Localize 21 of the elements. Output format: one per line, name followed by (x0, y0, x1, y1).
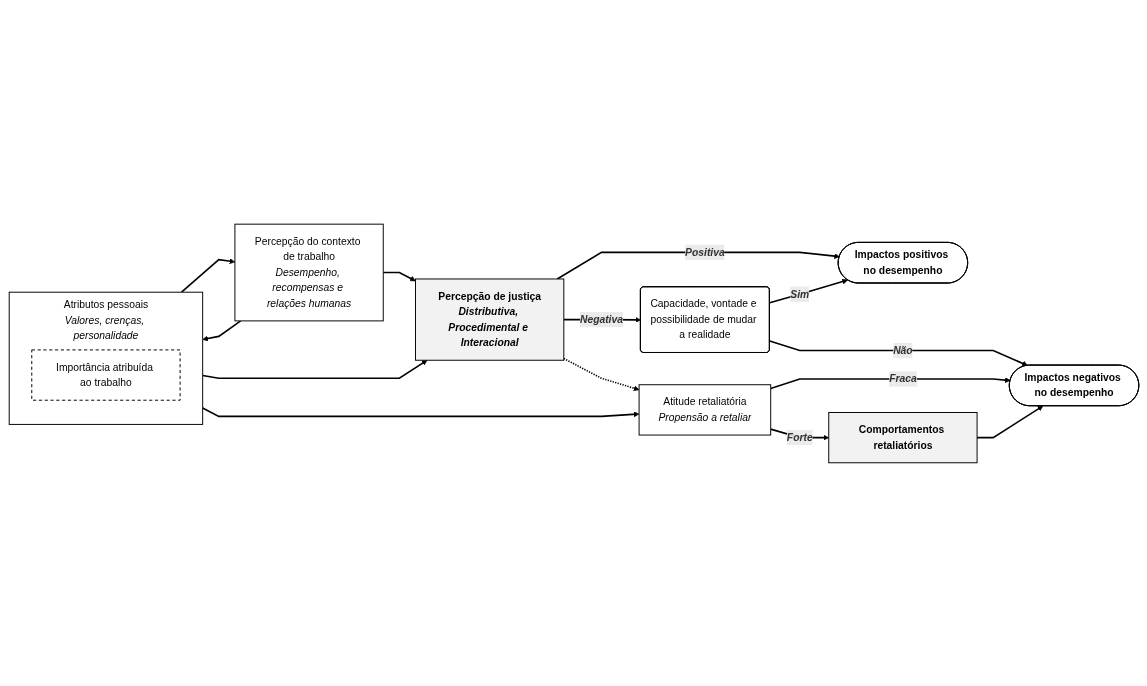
arrow (180, 257, 235, 293)
arrow (768, 278, 848, 304)
arrow (975, 405, 1043, 438)
cluster (8, 291, 203, 425)
edge-label: Negativa (579, 313, 623, 325)
edge-label: Forte (786, 431, 813, 443)
edge-label: Fraca (888, 372, 917, 384)
node-box (638, 383, 771, 436)
node-box (414, 278, 564, 361)
node-box (30, 348, 181, 401)
arrow (201, 359, 427, 379)
arrow (201, 319, 241, 341)
arrow (381, 271, 416, 281)
edge-label: Positiva (684, 246, 725, 258)
arrow (201, 406, 639, 417)
arrow (562, 357, 639, 391)
edge-label: Não (892, 344, 913, 356)
arrow (768, 339, 1028, 366)
node-box (827, 411, 978, 463)
node-box (233, 223, 384, 321)
edge-label: Sim (789, 288, 809, 299)
